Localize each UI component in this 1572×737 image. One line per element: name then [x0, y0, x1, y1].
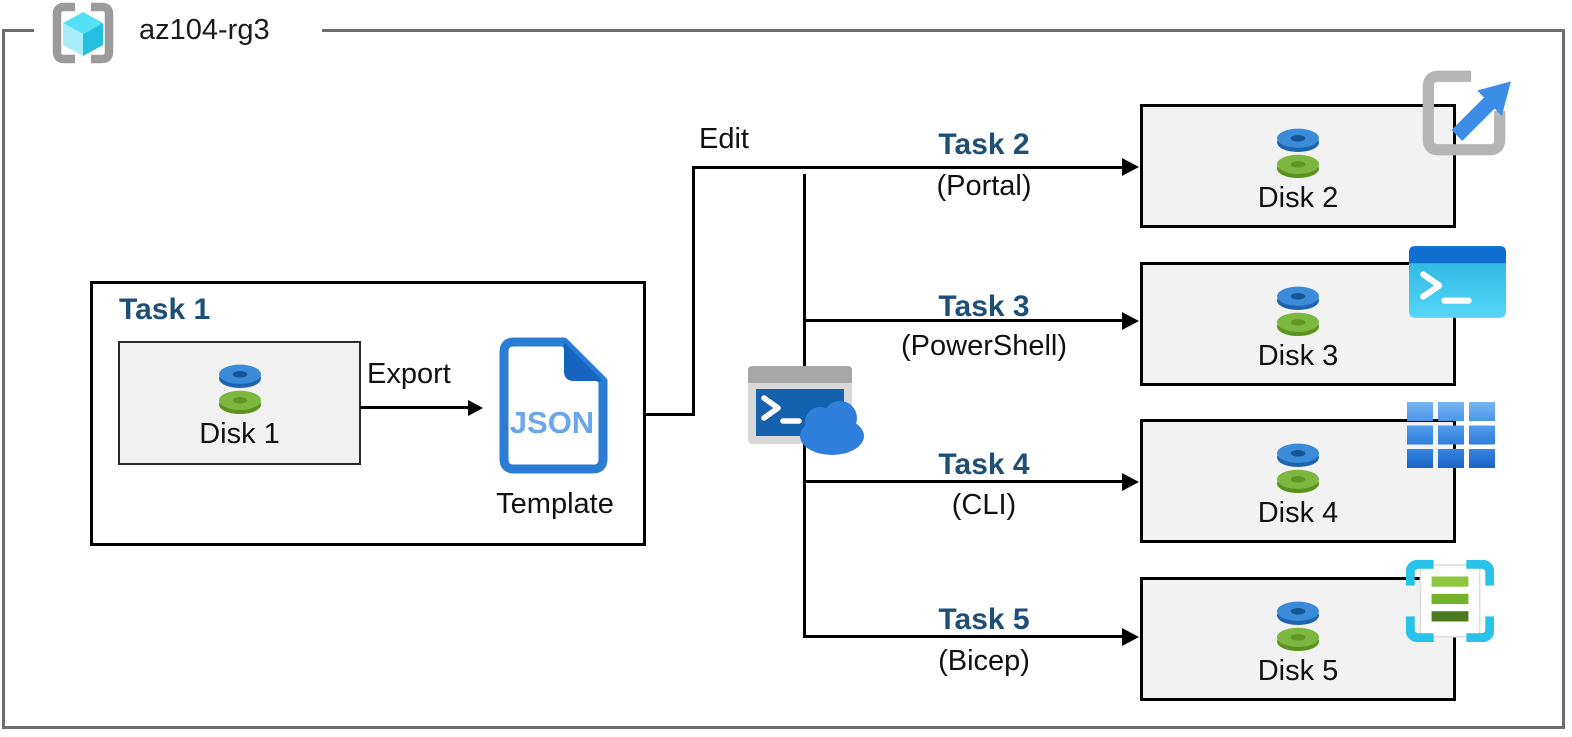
export-line [360, 406, 470, 409]
disk2-node: Disk 2 [1140, 104, 1456, 228]
task1-out-line [644, 413, 695, 416]
task4-line [804, 480, 1126, 483]
disk-icon [1266, 438, 1330, 496]
task1-title: Task 1 [119, 293, 211, 326]
disk-icon [1266, 281, 1330, 339]
disk3-node: Disk 3 [1140, 262, 1456, 386]
disk3-label: Disk 3 [1257, 340, 1339, 372]
disk4-node: Disk 4 [1140, 419, 1456, 543]
task3-method-label: (PowerShell) [901, 330, 1067, 362]
disk5-node: Disk 5 [1140, 577, 1456, 701]
bicep-template-icon [1406, 560, 1494, 642]
disk2-label: Disk 2 [1257, 182, 1339, 214]
resource-group-title-gap [34, 26, 322, 36]
task3-arrowhead-icon [1122, 312, 1139, 330]
portal-launch-icon [1422, 70, 1511, 156]
template-label: Template [496, 488, 614, 520]
task2-method-label: (Portal) [936, 170, 1032, 202]
powershell-terminal-icon [1409, 246, 1506, 318]
json-template-icon: JSON [499, 337, 608, 474]
disk-icon [1266, 123, 1330, 181]
cli-grid-icon [1407, 402, 1495, 468]
task5-line [804, 635, 1126, 638]
task4-arrowhead-icon [1122, 473, 1139, 491]
disk-icon [208, 359, 272, 417]
task4-label: Task 4 [938, 448, 1030, 481]
disk1-node: Disk 1 [118, 341, 361, 465]
resource-group-boundary [2, 29, 1565, 729]
json-doc-text: JSON [510, 405, 594, 440]
task5-label: Task 5 [938, 603, 1030, 636]
task3-line [804, 319, 1126, 322]
disk4-label: Disk 4 [1257, 497, 1339, 529]
export-arrowhead-icon [468, 400, 483, 416]
edit-label: Edit [699, 123, 749, 155]
cloud-shell-icon [748, 366, 864, 455]
task3-label: Task 3 [938, 290, 1030, 323]
disk-icon [1266, 596, 1330, 654]
task2-line [692, 166, 1126, 169]
task2-arrowhead-icon [1122, 158, 1139, 176]
resource-group-icon [52, 2, 114, 64]
task5-method-label: (Bicep) [938, 645, 1030, 677]
resource-group-title: az104-rg3 [139, 14, 270, 46]
export-label: Export [367, 358, 451, 390]
task1-up-line [692, 166, 695, 416]
disk1-label: Disk 1 [199, 418, 280, 450]
task4-method-label: (CLI) [951, 489, 1017, 521]
disk5-label: Disk 5 [1257, 655, 1339, 687]
task2-label: Task 2 [938, 128, 1030, 161]
task5-arrowhead-icon [1122, 628, 1139, 646]
